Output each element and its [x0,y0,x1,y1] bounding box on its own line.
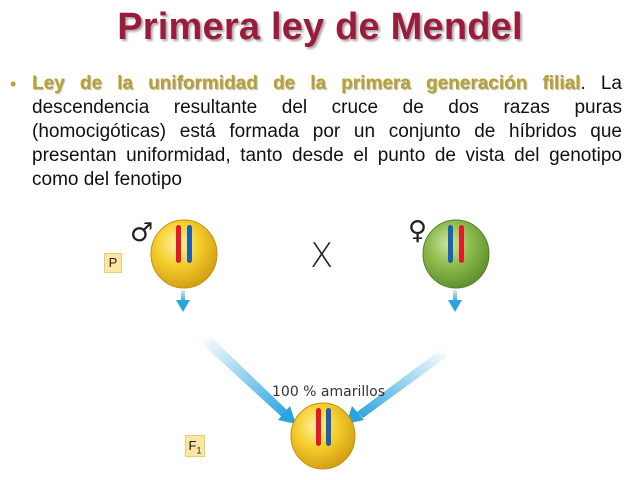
parent-generation-label: P [104,253,122,273]
slide-title: Primera ley de Mendel [117,6,523,48]
f1-result-caption: 100 % amarillos [272,384,386,400]
female-parent-cell [422,219,490,289]
chromosome-red [176,225,181,263]
chromosome-red [459,225,464,263]
law-description: . La descendencia resultante del cruce d… [32,73,622,190]
chromosome-blue [187,225,192,263]
male-down-arrow [176,290,190,312]
cross-symbol: X [310,236,334,276]
female-down-arrow [448,290,462,312]
f1-generation-label: F1 [185,435,205,457]
law-name: Ley de la uniformidad de la primera gene… [32,73,581,94]
f1-offspring-cell [290,402,356,470]
male-symbol-icon: ♂ [130,218,154,248]
definition-paragraph: • Ley de la uniformidad de la primera ge… [10,72,622,192]
bullet-icon: • [10,74,17,94]
female-symbol-icon: ♀ [408,216,428,246]
chromosome-blue [326,408,331,446]
male-parent-cell [150,219,218,289]
chromosome-blue [448,225,453,263]
chromosome-red [316,408,321,446]
left-converging-arrow [200,336,296,424]
